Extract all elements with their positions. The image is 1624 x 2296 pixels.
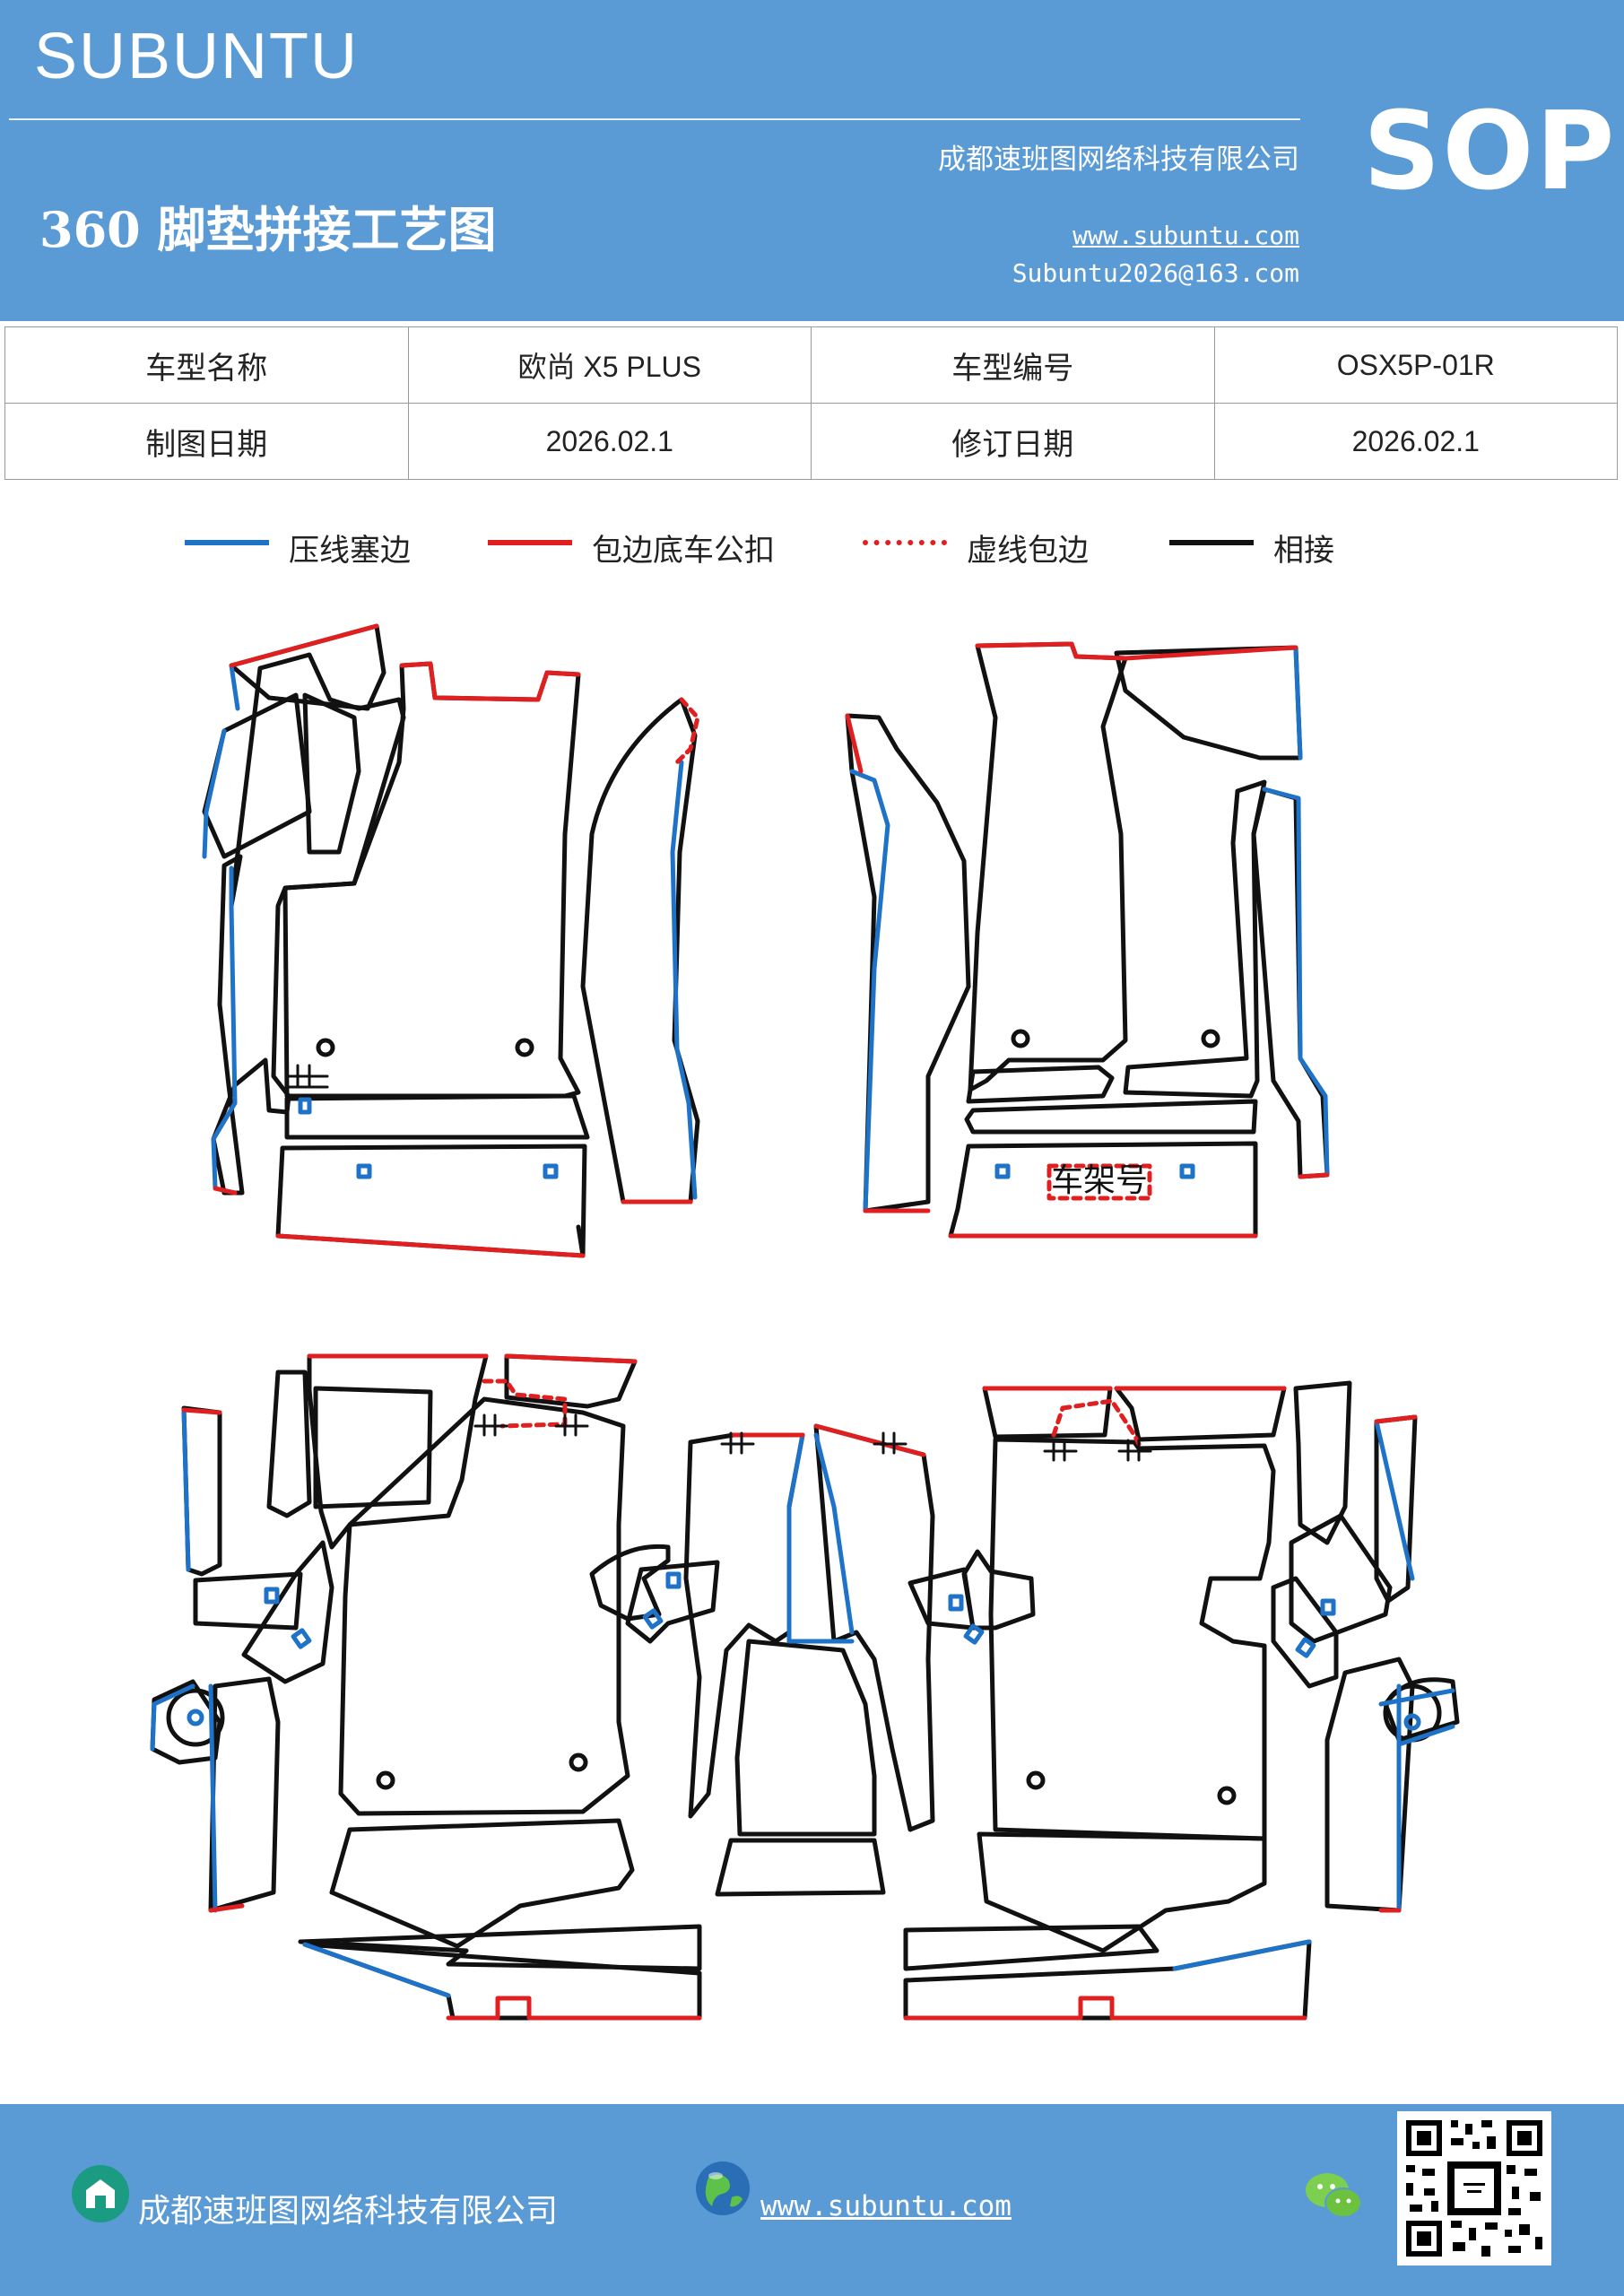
vehicle-info-table: 车型名称 欧尚 X5 PLUS 车型编号 OSX5P-01R 制图日期 2026…	[4, 326, 1618, 480]
brand-name: SUBUNTU	[34, 21, 360, 92]
floor-mat-diagram: 车架号	[150, 623, 1460, 2021]
legend-label: 包边底车公扣	[592, 533, 775, 569]
legend-swatch	[1169, 540, 1254, 545]
revision-date-value: 2026.02.1	[1213, 403, 1618, 480]
vin-label: 车架号	[1051, 1162, 1148, 1199]
mat-rear-right-group	[903, 1380, 1460, 2021]
mat-rear-center-group	[683, 1423, 935, 1897]
model-name-value: 欧尚 X5 PLUS	[407, 326, 812, 404]
legend-label: 压线塞边	[289, 533, 411, 569]
globe-icon	[696, 2161, 750, 2215]
table-row: 制图日期 2026.02.1 修订日期 2026.02.1	[4, 403, 1618, 480]
legend-swatch	[488, 540, 572, 545]
legend-label: 相接	[1273, 533, 1334, 569]
mat-front-left-group	[202, 623, 700, 1258]
model-code-value: OSX5P-01R	[1213, 326, 1618, 404]
dashed-edge-lines	[482, 697, 1152, 1447]
header-email: Subuntu2026@163.com	[1012, 258, 1299, 288]
draw-date-value: 2026.02.1	[407, 403, 812, 480]
header-company: 成都速班图网络科技有限公司	[938, 144, 1299, 176]
qr-code[interactable]	[1397, 2111, 1551, 2266]
table-row: 车型名称 欧尚 X5 PLUS 车型编号 OSX5P-01R	[4, 326, 1618, 404]
mat-rear-left-group	[150, 1353, 720, 2021]
company-icon	[72, 2165, 129, 2222]
legend-swatch	[863, 540, 947, 545]
legend-swatch	[185, 540, 269, 545]
revision-date-label: 修订日期	[811, 403, 1215, 480]
wechat-icon	[1306, 2173, 1362, 2218]
press-line-edges	[150, 648, 1455, 1998]
footer-banner: 成都速班图网络科技有限公司 www.subuntu.com	[0, 2104, 1624, 2296]
draw-date-label: 制图日期	[4, 403, 409, 480]
header-website-link[interactable]: www.subuntu.com	[1073, 221, 1299, 250]
doc-type-label: SOP	[1363, 90, 1617, 214]
page-title: 360 脚垫拼接工艺图	[39, 201, 497, 258]
footer-company: 成都速班图网络科技有限公司	[138, 2193, 559, 2230]
legend-label: 虚线包边	[967, 533, 1089, 569]
model-name-label: 车型名称	[4, 326, 409, 404]
mat-front-right-group	[845, 641, 1330, 1239]
footer-website-link[interactable]: www.subuntu.com	[760, 2190, 1012, 2222]
edge-clip-lines	[181, 623, 1418, 2021]
joint-marks	[287, 1064, 1152, 1462]
header-banner: SUBUNTU SOP 成都速班图网络科技有限公司 360 脚垫拼接工艺图 ww…	[0, 0, 1624, 321]
header-divider	[9, 118, 1300, 120]
model-code-label: 车型编号	[811, 326, 1215, 404]
